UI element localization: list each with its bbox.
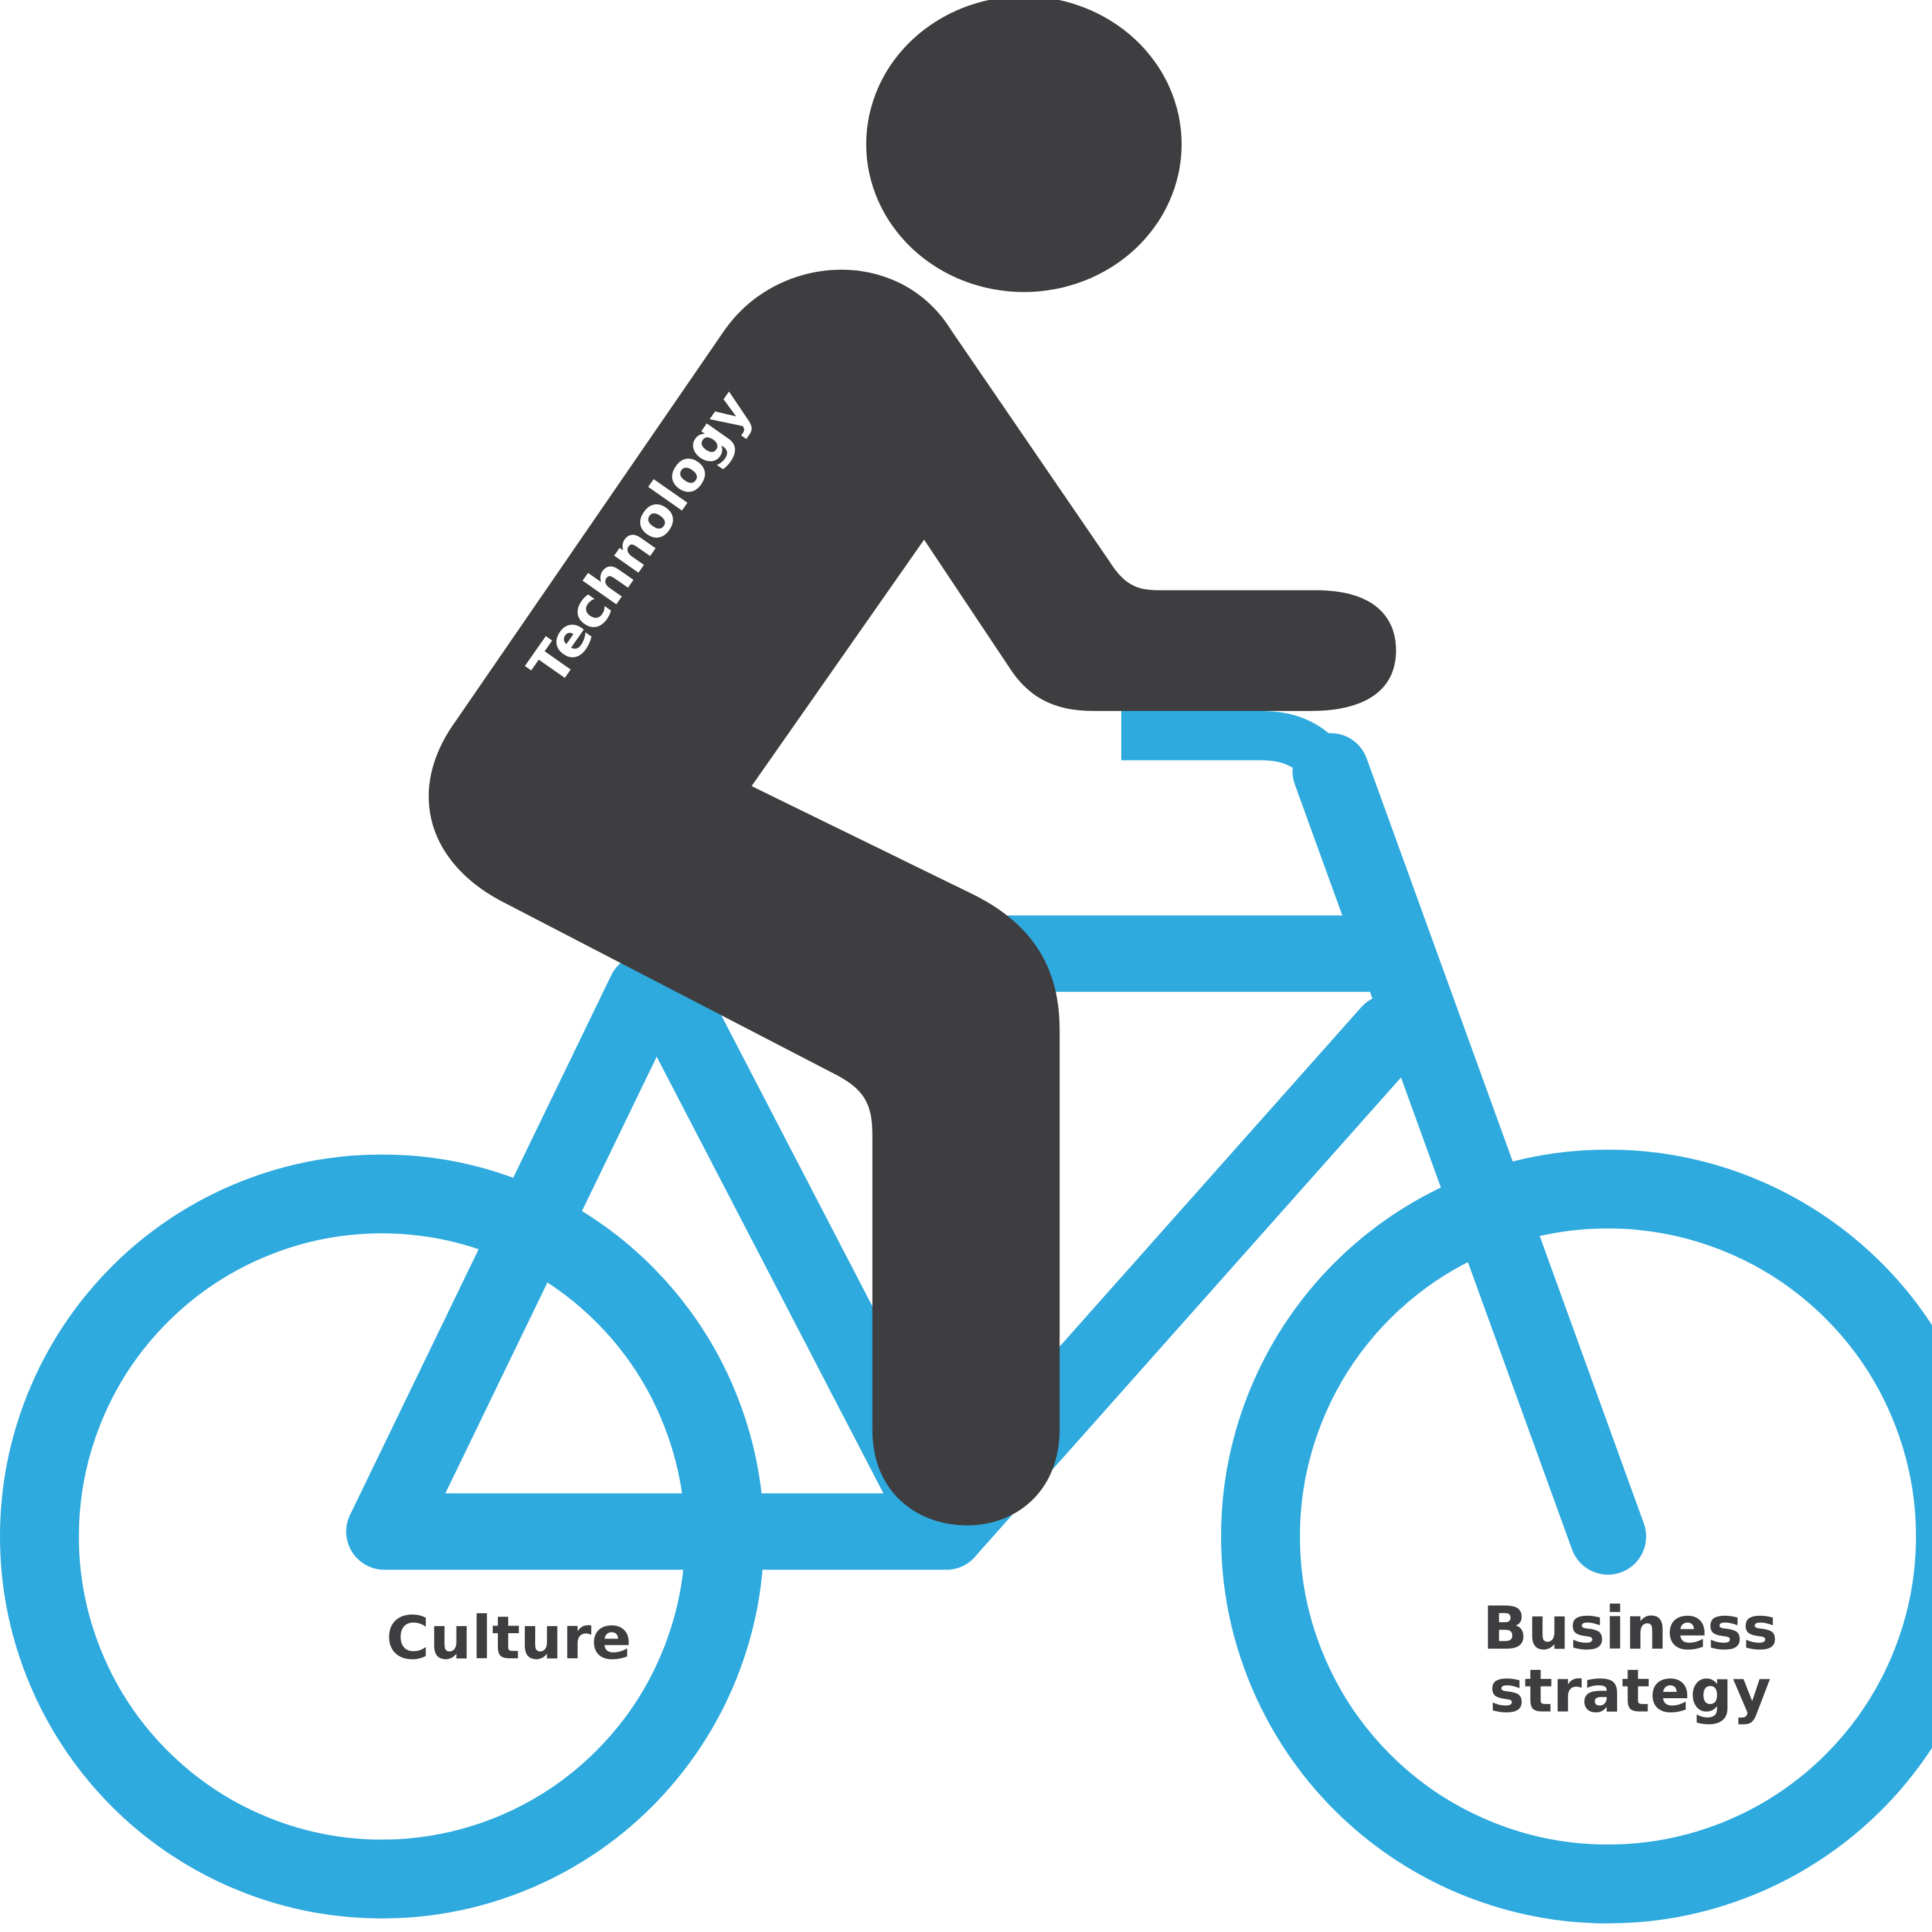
- rider-body: [428, 269, 1396, 1526]
- bike-fork-left: [346, 953, 684, 1570]
- rear-wheel: [1221, 1150, 1932, 1924]
- front-wheel-label: Culture: [386, 1604, 632, 1672]
- rider: [428, 0, 1396, 1526]
- rear-wheel-label-line1: Business: [1482, 1594, 1777, 1663]
- bike-handlebar-stem: [1121, 710, 1359, 797]
- bike-rear-stay: [1293, 733, 1647, 1575]
- rear-wheel-label-line2: strategy: [1489, 1657, 1771, 1726]
- rider-head-icon: [866, 0, 1182, 292]
